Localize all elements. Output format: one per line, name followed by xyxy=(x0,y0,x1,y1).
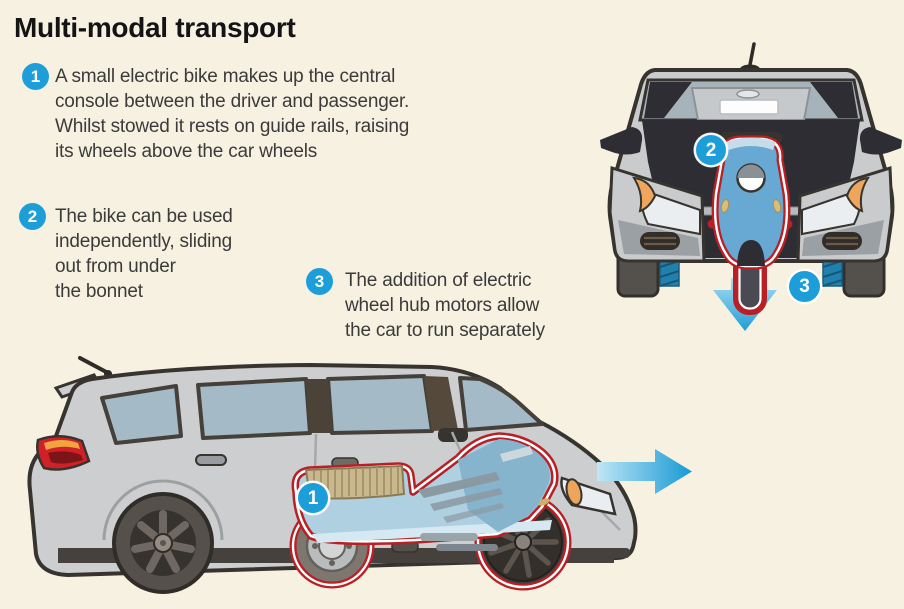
car-side-view-illustration xyxy=(27,356,692,594)
side-windows xyxy=(100,374,544,445)
callout-1-badge: 1 xyxy=(22,63,49,90)
licence-plate xyxy=(719,99,779,115)
diagram-badge-2: 2 xyxy=(696,135,726,165)
left-grille xyxy=(640,232,680,250)
callout-3-text: The addition of electric wheel hub motor… xyxy=(345,270,545,341)
left-mirror xyxy=(600,127,643,155)
callout-2-badge: 2 xyxy=(19,203,46,230)
car-front-body xyxy=(600,42,902,298)
electric-bike-front-view xyxy=(707,132,793,315)
right-grille xyxy=(822,232,862,250)
arrow-right-icon xyxy=(597,449,692,494)
right-mirror xyxy=(859,127,902,155)
callout-2-text: The bike can be used independently, slid… xyxy=(55,206,233,302)
diagram-badge-1: 1 xyxy=(298,483,328,513)
car-front-view-illustration xyxy=(600,42,902,331)
callout-3-badge: 3 xyxy=(306,268,333,295)
page-title: Multi-modal transport xyxy=(14,12,296,43)
door-handle xyxy=(195,454,227,466)
tail-light xyxy=(36,435,91,471)
callout-1-text: A small electric bike makes up the centr… xyxy=(55,66,410,162)
rear-wheel xyxy=(112,492,214,594)
diagram-badge-3: 3 xyxy=(789,271,820,302)
electric-bike-side-view xyxy=(289,432,572,591)
